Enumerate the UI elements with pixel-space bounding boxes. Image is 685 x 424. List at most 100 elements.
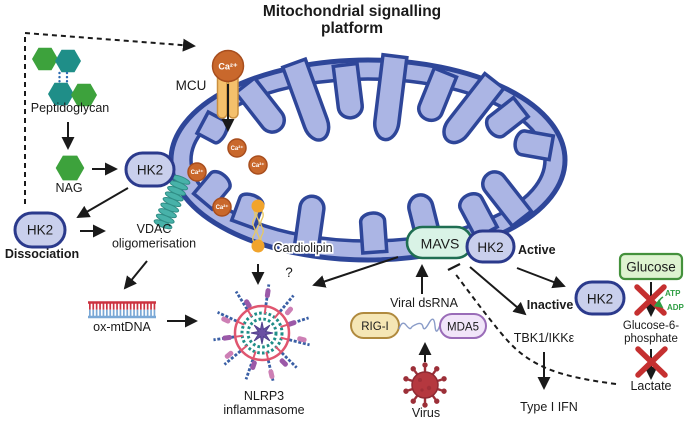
arrow-hk2-to-inactive <box>516 267 566 289</box>
calcium-ion-label: Ca²⁺ <box>252 162 265 169</box>
hk2-dissociated-shape <box>13 211 67 249</box>
nlrp3-spoke <box>280 316 310 328</box>
nlrp3-spoke <box>244 351 257 380</box>
hk2-inactive-label: HK2 <box>587 292 613 307</box>
glucose-shape <box>618 252 684 281</box>
rig-i-shape <box>350 312 400 339</box>
peptidoglycan-molecule <box>32 47 97 107</box>
vdac-label-line2: oligomerisation <box>112 237 196 251</box>
g6p-label-line1: Glucose-6- <box>623 320 679 332</box>
virus-body <box>411 371 439 399</box>
atp-label: ATP <box>665 289 681 298</box>
g6p-label-line2: phosphate <box>624 333 678 345</box>
dashed-inhibition-lactate-to-mavs <box>453 271 617 385</box>
nlrp3-spoke <box>216 311 245 326</box>
lactate-label: Lactate <box>630 379 671 393</box>
hk2-dissociated-pill: HK2 <box>13 211 67 249</box>
nlrp3-spoke <box>213 334 243 342</box>
arrow-mavs-to-nlrp3 <box>312 256 399 288</box>
virus-label: Virus <box>412 406 440 420</box>
rig-i-label: RIG-I <box>361 321 388 333</box>
calcium-ion: Ca²⁺ <box>248 155 268 175</box>
cardiolipin-label: Cardiolipin <box>273 241 332 255</box>
arrow-atp-to-adp <box>653 296 664 309</box>
blocked-x <box>635 346 668 378</box>
hk2-active-label: HK2 <box>477 240 503 255</box>
viral-dsrna-label: Viral dsRNA <box>390 296 459 310</box>
nlrp3-label-line2: inflammasome <box>223 403 304 417</box>
calcium-ion-circle <box>248 155 268 175</box>
calcium-ion: Ca²⁺ <box>187 162 207 182</box>
crista <box>511 127 556 162</box>
active-label: Active <box>518 243 556 257</box>
nlrp3-spoke <box>234 290 253 317</box>
dissociation-label: Dissociation <box>5 247 79 261</box>
nlrp3-core-star <box>250 321 274 345</box>
hk2-inactive-shape <box>574 280 626 316</box>
type-i-ifn-label: Type I IFN <box>520 400 578 414</box>
hk2-membrane-label: HK2 <box>137 163 163 178</box>
sugar-hexagon-green <box>32 47 58 71</box>
diagram-title-line1: Mitochondrial signalling <box>263 3 441 20</box>
calcium-ion-circle <box>187 162 207 182</box>
calcium-ion-label: Ca²⁺ <box>231 145 244 152</box>
sugar-hexagon-teal <box>55 49 81 73</box>
ox-mtdna-label: ox-mtDNA <box>93 320 151 334</box>
cardiolipin-graphic <box>251 199 265 253</box>
glucose-label: Glucose <box>626 260 676 275</box>
nlrp3-label-line1: NLRP3 <box>244 389 284 403</box>
vdac-barrel <box>153 174 191 230</box>
crista <box>331 61 366 121</box>
nlrp3-spoke <box>263 284 271 314</box>
nlrp3-spoke <box>223 344 248 366</box>
inactive-label: Inactive <box>527 298 574 312</box>
hk2-membrane-shape <box>124 151 176 188</box>
calcium-ion: Ca²⁺ <box>227 138 247 158</box>
cardiolipin-tail <box>252 210 256 243</box>
nag-hexagon <box>55 155 85 181</box>
arrow-mavs-to-tbk1 <box>469 266 527 316</box>
nlrp3-spoke <box>280 336 310 347</box>
arrow-hk2-dissociation <box>76 187 129 218</box>
mda5-shape <box>439 313 487 339</box>
mavs-pill: MAVS <box>405 225 474 260</box>
peptidoglycan-label: Peptidoglycan <box>31 101 110 115</box>
crista <box>358 210 389 255</box>
cardiolipin-head <box>251 199 265 213</box>
mcu-label: MCU <box>176 78 207 93</box>
mavs-label: MAVS <box>421 236 460 252</box>
virus-dot <box>420 388 424 392</box>
calcium-ion-label: Ca²⁺ <box>218 62 238 72</box>
hk2-dissociated-label: HK2 <box>27 223 53 238</box>
calcium-ion-circle <box>227 138 247 158</box>
hk2-active-pill: HK2 <box>465 229 516 264</box>
hk2-membrane-pill: HK2 <box>124 151 176 188</box>
calcium-ion-label: Ca²⁺ <box>216 204 229 211</box>
blocked-x <box>634 284 667 316</box>
adp-label: ADP <box>667 303 685 312</box>
calcium-ion-label: Ca²⁺ <box>191 169 204 176</box>
vdac-label-line1: VDAC <box>137 222 172 236</box>
vdac-row <box>153 219 173 230</box>
nlrp3-spoke <box>265 351 275 382</box>
calcium-ion: Ca²⁺ <box>212 197 232 217</box>
mitochondrion <box>168 55 568 263</box>
dsrna-strand <box>398 318 442 332</box>
virus-dot <box>426 385 432 391</box>
hk2-active-shape <box>465 229 516 264</box>
calcium-ion-circle <box>212 197 232 217</box>
virus-graphic <box>401 361 449 409</box>
glucose-box: Glucose <box>618 252 684 281</box>
arrow-vdac-to-oxmtdna <box>123 260 148 290</box>
ox-mtdna-graphic <box>88 301 156 319</box>
nag-label: NAG <box>55 181 82 195</box>
nlrp3-spoke <box>275 346 298 369</box>
cardiolipin-head <box>251 239 265 253</box>
tbk1-ikke-label: TBK1/IKKε <box>514 331 575 345</box>
nlrp3-spoke <box>273 294 295 319</box>
nlrp3-inflammasome-graphic <box>213 284 310 382</box>
wheel-rim <box>233 304 291 362</box>
dashed-arrow-dissociation-to-calcium <box>24 31 196 204</box>
